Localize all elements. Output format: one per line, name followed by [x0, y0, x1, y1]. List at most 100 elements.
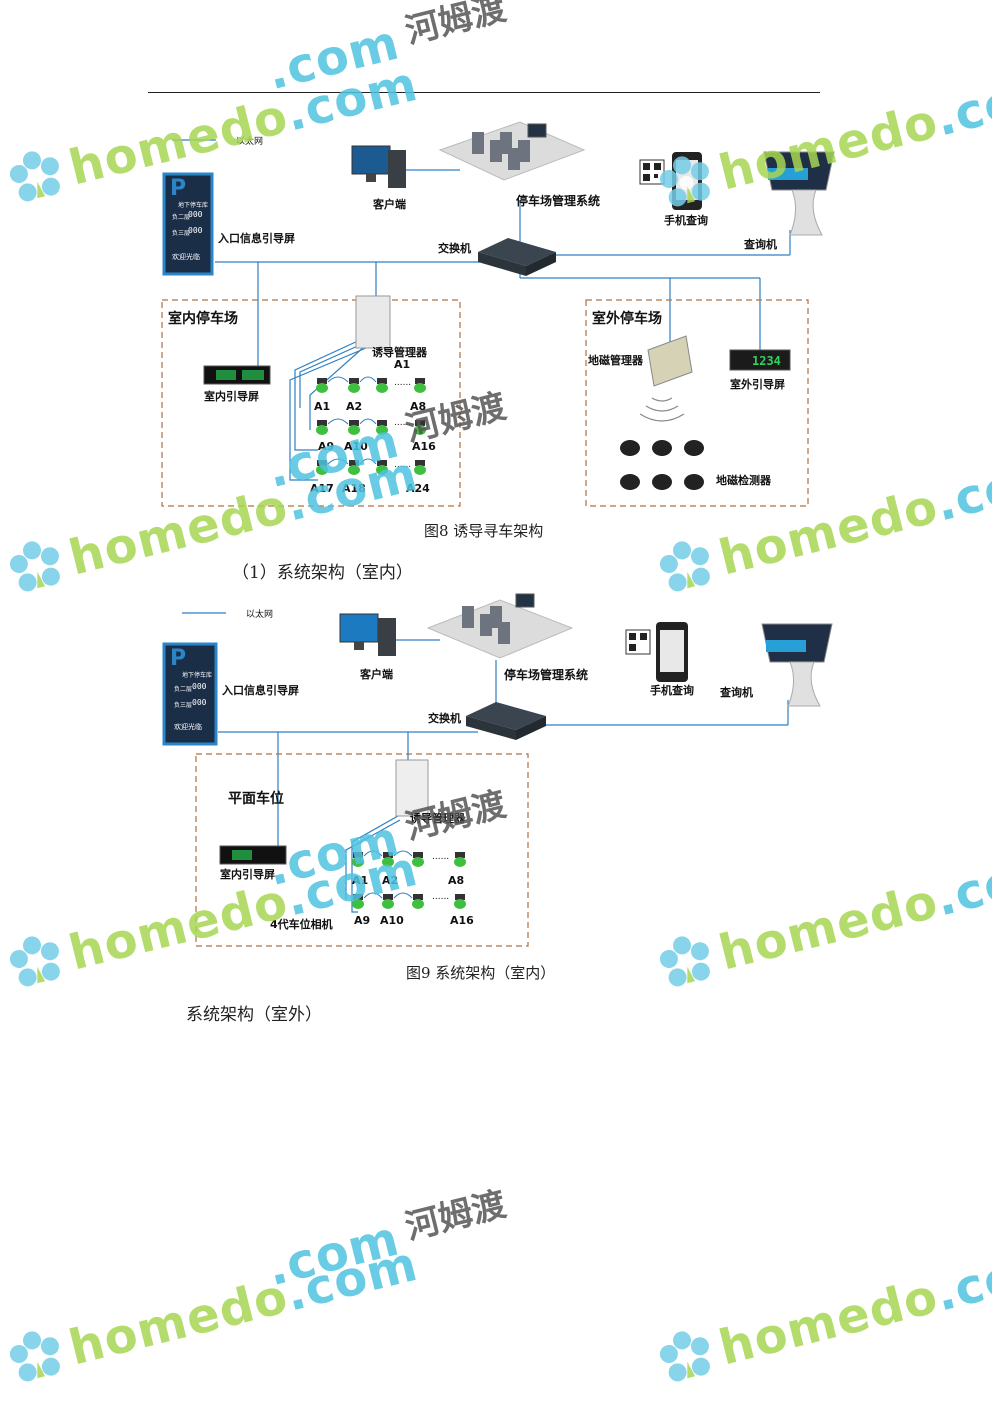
sensor-body	[415, 460, 425, 466]
sensor-light	[348, 425, 360, 435]
sensor-body	[383, 852, 393, 858]
sensor-ellipsis: ......	[432, 892, 450, 902]
indoor-zone-title: 室内停车场	[168, 311, 238, 327]
paragraph-outdoor: 系统架构（室外）	[186, 1005, 322, 1025]
sensor-label: A1	[352, 874, 369, 887]
switch-box-2	[466, 702, 546, 730]
sensor-link	[327, 376, 349, 383]
sensor-body	[455, 852, 465, 858]
sensor-light	[454, 857, 466, 867]
sensor-light	[412, 899, 424, 909]
flat-zone	[195, 753, 529, 947]
sensor-body	[317, 378, 327, 384]
server-racks	[472, 132, 530, 170]
sensor-light	[316, 465, 328, 475]
sensor-link	[327, 418, 349, 425]
parking-sensors-fig8	[316, 376, 426, 475]
entrance-sign	[164, 174, 212, 274]
sensor-link	[363, 892, 383, 899]
parking-sign-count1-2: 000	[192, 682, 207, 691]
parking-sign-count2: 000	[188, 226, 203, 235]
sensor-light	[414, 465, 426, 475]
guide-manager-box	[355, 295, 391, 349]
switch-label-2: 交换机	[428, 712, 461, 725]
sensor-light	[414, 425, 426, 435]
switch-box	[478, 238, 556, 266]
sensor-ellipsis: ......	[394, 378, 412, 388]
sensor-light	[348, 383, 360, 393]
sensor-light	[316, 425, 328, 435]
server-racks-2	[462, 606, 510, 644]
sensor-label: A16	[412, 440, 436, 453]
parking-sign-level2-2: 负三层	[174, 702, 193, 709]
sensor-body	[455, 894, 465, 900]
parking-sign-letter: P	[170, 176, 187, 201]
sensor-link	[359, 458, 377, 465]
paragraph-indoor: （1）系统架构（室内）	[232, 563, 413, 583]
sensor-light	[376, 425, 388, 435]
entrance-sign-2	[164, 644, 216, 744]
sensor-link	[393, 850, 413, 857]
kiosk-label: 查询机	[744, 238, 777, 251]
switch-label: 交换机	[438, 242, 471, 255]
sensor-body	[349, 378, 359, 384]
outdoor-zone-title: 室外停车场	[592, 311, 662, 327]
sensor-body	[353, 894, 363, 900]
mgmt-system-label: 停车场管理系统	[516, 194, 601, 208]
sensor-label: A8	[448, 874, 465, 887]
sensor-body	[349, 420, 359, 426]
parking-sensors-fig9	[352, 850, 466, 909]
sensor-body	[377, 460, 387, 466]
sensor-body	[317, 460, 327, 466]
parking-sign-line1: 地下停车库	[178, 202, 209, 209]
sensor-link	[359, 376, 377, 383]
sensor-label: A9	[354, 914, 371, 927]
sensor-body	[415, 378, 425, 384]
phone-query-label: 手机查询	[664, 214, 708, 227]
header-rule	[148, 92, 820, 93]
flat-zone-title: 平面车位	[228, 791, 284, 807]
ethernet-lines	[215, 169, 791, 481]
parking-sign-letter-2: P	[170, 646, 187, 671]
camera-label: 4代车位相机	[270, 918, 333, 931]
indoor-screen-label-2: 室内引导屏	[220, 868, 275, 881]
sensor-body	[317, 420, 327, 426]
parking-sign-level1: 负二层	[172, 214, 191, 221]
entrance-screen-label-2: 入口信息引导屏	[222, 684, 299, 697]
client-label-2: 客户端	[360, 668, 393, 681]
sensor-body	[353, 852, 363, 858]
wireless-arcs	[639, 397, 685, 422]
sensor-link	[363, 850, 383, 857]
outdoor-zone	[585, 299, 809, 507]
mgmt-system-label-2: 停车场管理系统	[504, 668, 589, 682]
indoor-screen-box-2	[219, 845, 287, 865]
sensor-label: A17	[310, 482, 334, 495]
parking-sign-line1-2: 地下停车库	[182, 672, 213, 679]
sensor-light	[414, 383, 426, 393]
sensor-label: A10	[380, 914, 404, 927]
client-monitor	[351, 145, 391, 175]
mag-manager-box	[647, 335, 693, 387]
sensor-body	[377, 420, 387, 426]
guide-manager-label: 诱导管理器	[372, 346, 427, 359]
parking-sign-count2-2: 000	[192, 698, 207, 707]
sensor-light	[376, 465, 388, 475]
sensor-link	[393, 892, 413, 899]
client-monitor-2	[339, 613, 379, 643]
client-label: 客户端	[373, 198, 406, 211]
parking-sign-level2: 负三层	[172, 230, 191, 237]
sensor-light	[412, 857, 424, 867]
figure9-caption: 图9 系统架构（室内）	[406, 964, 556, 982]
guide-manager-label-2: 诱导管理器	[410, 812, 465, 825]
kiosk-label-2: 查询机	[720, 686, 753, 699]
sensor-light	[454, 899, 466, 909]
ethernet-lines-2	[218, 639, 789, 913]
mag-detectors	[620, 440, 704, 490]
sensor-light	[382, 899, 394, 909]
guide-manager-box-2	[395, 759, 429, 817]
sensor-light	[348, 465, 360, 475]
parking-sign-level1-2: 负二层	[174, 686, 193, 693]
qr-code-2	[625, 629, 651, 655]
sensor-label: A1	[314, 400, 331, 413]
sensor-label: A18	[342, 482, 366, 495]
